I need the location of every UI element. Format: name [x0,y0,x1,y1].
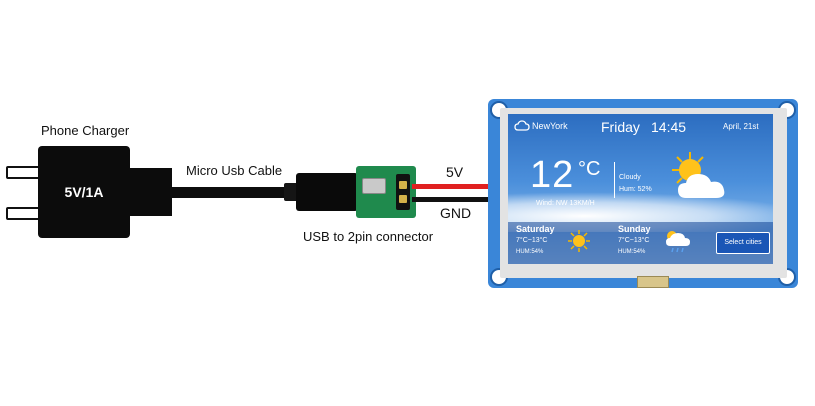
forecast-humidity: HUM:54% [516,249,544,255]
phone-charger: 5V/1A [38,146,130,238]
sun-icon [568,230,590,252]
rain-cloud-icon [666,231,690,253]
condition-label: Cloudy [619,174,641,181]
forecast-humidity: HUM:54% [618,249,646,255]
forecast-day: Saturday [516,224,555,234]
temperature-unit: °C [578,158,601,180]
micro-usb-cable [170,187,288,198]
fpc-connector [637,276,669,288]
charger-neck [128,168,172,216]
header-pin [399,195,407,203]
charger-rating: 5V/1A [64,184,104,200]
sun-cloud-icon [672,152,725,198]
micro-usb-plug [296,173,358,211]
micro-usb-cable-label: Micro Usb Cable [186,163,283,178]
humidity-label: Hum: 52% [619,186,652,193]
usb-connector-label: USB to 2pin connector [303,229,434,244]
micro-usb-port [362,178,386,194]
header-pin [399,181,407,189]
select-cities-button[interactable]: Select cities [716,232,770,254]
wire-gnd-label: GND [440,205,472,221]
phone-charger-label: Phone Charger [41,123,130,138]
cloud-icon [514,120,530,131]
forecast-range: 7°C~13°C [618,237,650,244]
wind-label: Wind: NW 13KM/H [536,200,595,207]
date-label: April, 21st [723,122,759,131]
forecast-range: 7°C~13°C [516,237,548,244]
day-label: Friday [601,119,640,135]
2pin-header [396,174,410,210]
temperature-value: 12 [530,154,575,196]
wire-gnd [412,197,492,202]
wire-5v [412,184,492,189]
usb-to-2pin-board [356,166,416,218]
time-label: 14:45 [651,119,687,135]
city-name: NewYork [532,121,568,131]
forecast-day: Sunday [618,224,651,234]
weather-screen: NewYork Friday 14:45 April, 21st 12 °C C… [508,114,773,264]
forecast-bar: Saturday 7°C~13°C HUM:54% Sunday 7°C~13°… [508,222,773,264]
wire-5v-label: 5V [446,164,464,180]
temperature-divider [614,162,615,198]
